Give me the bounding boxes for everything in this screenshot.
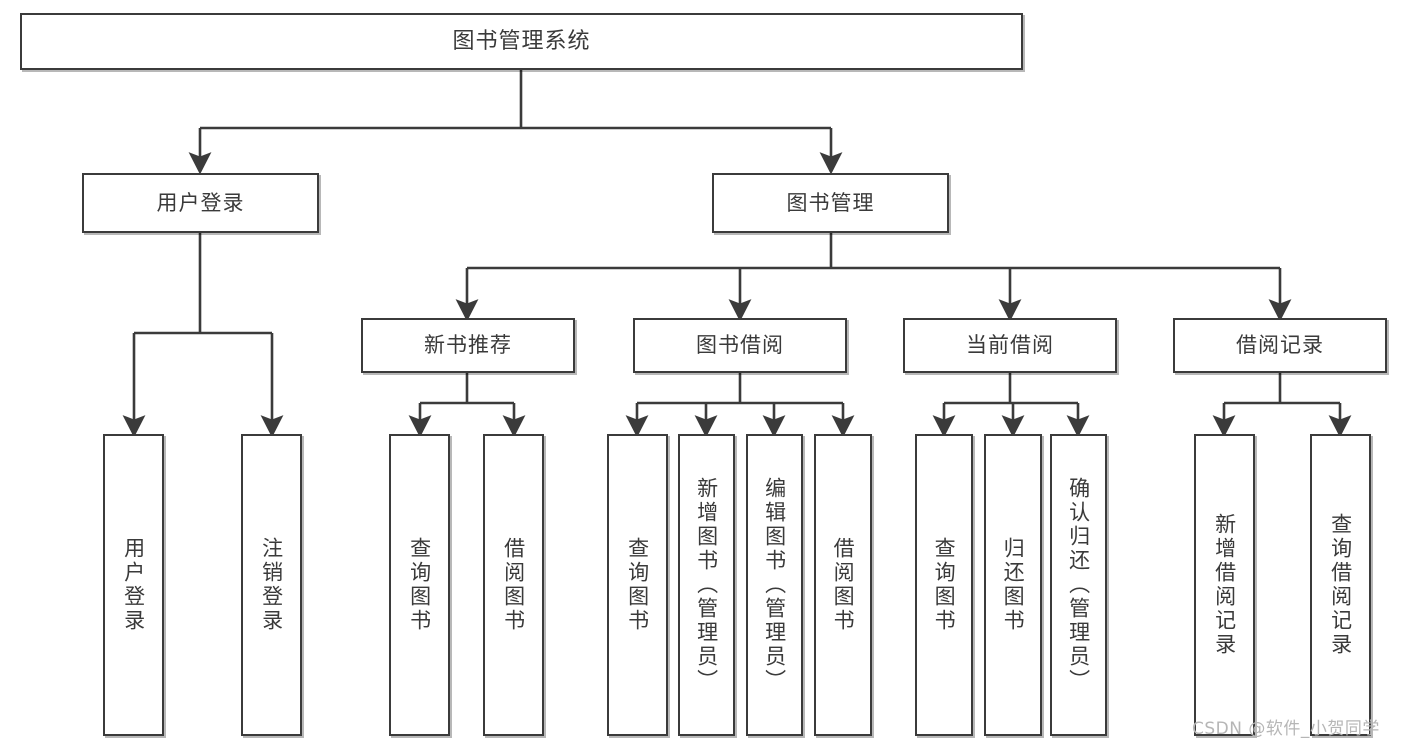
leaf-add-borrow-record[interactable]: 新增借阅记录 <box>1194 434 1255 736</box>
node-new-book-recommend[interactable]: 新书推荐 <box>361 318 575 373</box>
node-label: 查询图书 <box>932 537 957 633</box>
node-label: 当前借阅 <box>966 333 1054 358</box>
node-borrow-record[interactable]: 借阅记录 <box>1173 318 1387 373</box>
node-label: 查询借阅记录 <box>1328 513 1353 657</box>
node-label: 新增借阅记录 <box>1212 513 1237 657</box>
leaf-query-book-current[interactable]: 查询图书 <box>915 434 973 736</box>
leaf-return-book[interactable]: 归还图书 <box>984 434 1042 736</box>
node-root-system[interactable]: 图书管理系统 <box>20 13 1023 70</box>
leaf-add-book-admin[interactable]: 新增图书（管理员） <box>678 434 735 736</box>
node-label: 注销登录 <box>259 537 284 633</box>
leaf-borrow-book[interactable]: 借阅图书 <box>814 434 872 736</box>
node-user-login[interactable]: 用户登录 <box>82 173 319 233</box>
node-label: 确认归还（管理员） <box>1066 477 1091 693</box>
node-label: 归还图书 <box>1001 537 1026 633</box>
leaf-borrow-book-recommend[interactable]: 借阅图书 <box>483 434 544 736</box>
leaf-logout[interactable]: 注销登录 <box>241 434 302 736</box>
csdn-watermark: CSDN @软件_小贺同学 <box>1192 719 1380 739</box>
leaf-query-borrow-record[interactable]: 查询借阅记录 <box>1310 434 1371 736</box>
node-label: 图书管理 <box>786 190 875 215</box>
node-label: 借阅记录 <box>1236 333 1324 358</box>
node-label: 用户登录 <box>156 190 245 215</box>
node-book-borrow[interactable]: 图书借阅 <box>633 318 847 373</box>
node-label: 新书推荐 <box>424 333 512 358</box>
node-label: 借阅图书 <box>831 537 856 633</box>
node-current-borrow[interactable]: 当前借阅 <box>903 318 1117 373</box>
node-book-manage[interactable]: 图书管理 <box>712 173 949 233</box>
node-label: 借阅图书 <box>501 537 526 633</box>
node-label: 用户登录 <box>121 537 146 633</box>
leaf-query-book-recommend[interactable]: 查询图书 <box>389 434 450 736</box>
leaf-query-book-borrow[interactable]: 查询图书 <box>607 434 668 736</box>
node-label: 查询图书 <box>625 537 650 633</box>
node-label: 编辑图书（管理员） <box>762 477 787 693</box>
node-label: 查询图书 <box>407 537 432 633</box>
node-label: 新增图书（管理员） <box>694 477 719 693</box>
leaf-user-login[interactable]: 用户登录 <box>103 434 164 736</box>
leaf-edit-book-admin[interactable]: 编辑图书（管理员） <box>746 434 803 736</box>
node-label: 图书管理系统 <box>452 28 591 54</box>
leaf-confirm-return-admin[interactable]: 确认归还（管理员） <box>1050 434 1107 736</box>
node-label: 图书借阅 <box>696 333 784 358</box>
